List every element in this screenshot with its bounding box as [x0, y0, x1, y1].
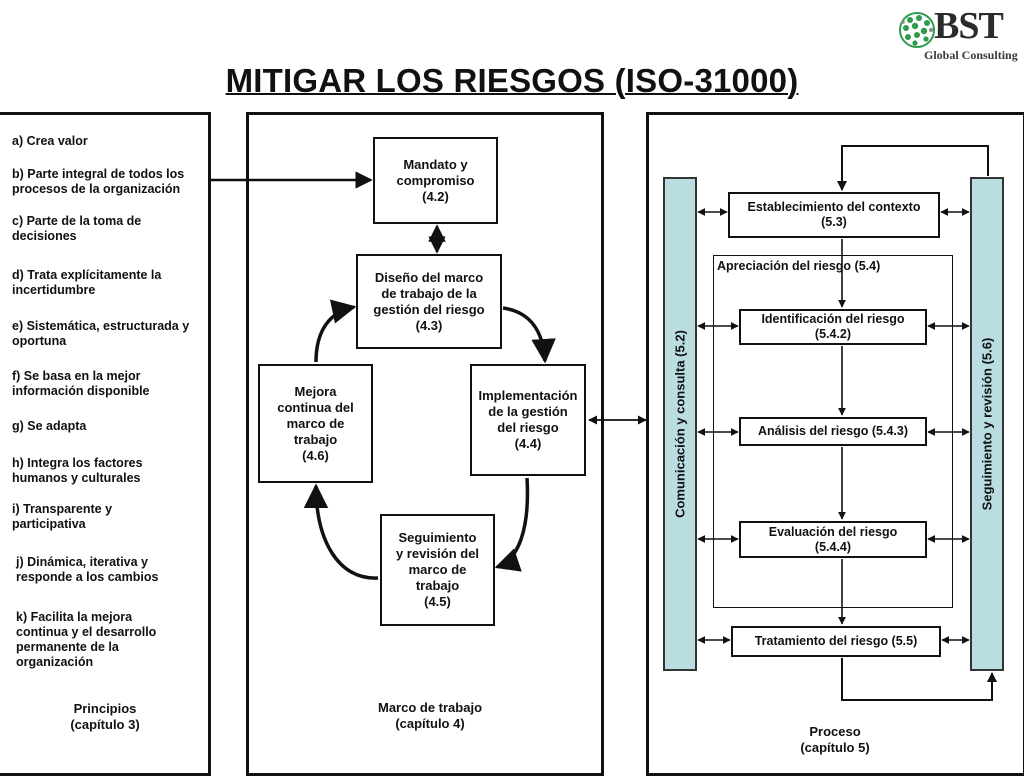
logo-subtitle: Global Consulting [924, 48, 1018, 62]
process-caption: Proceso (capítulo 5) [800, 724, 870, 755]
design-to-implementation-arrow [502, 306, 556, 364]
principle-item: a) Crea valor [12, 134, 88, 148]
principle-item: h) Integra los factores humanos y cultur… [12, 456, 143, 485]
analysis-box: Análisis del riesgo (5.4.3) [739, 417, 927, 446]
principle-item: e) Sistemática, estructurada y oportuna [12, 319, 190, 348]
identification-box: Identificación del riesgo (5.4.2) [739, 309, 927, 345]
principle-item: d) Trata explícitamente la incertidumbre [12, 268, 162, 297]
improvement-box: Mejora continua del marco de trabajo (4.… [258, 364, 373, 483]
principle-item: g) Se adapta [12, 419, 87, 433]
monitoring-box: Seguimiento y revisión del marco de trab… [380, 514, 495, 626]
mandate-box: Mandato y compromiso (4.2) [373, 137, 498, 224]
principle-item: i) Transparente y participativa [12, 502, 113, 531]
principles-caption: Principios (capítulo 3) [70, 701, 140, 732]
monitoring-to-improvement-arrow [303, 483, 379, 580]
implementation-to-monitoring-arrow [494, 477, 530, 572]
treatment-box: Tratamiento del riesgo (5.5) [731, 626, 941, 657]
principle-item: j) Dinámica, iterativa y responde a los … [16, 555, 159, 584]
implementation-box: Implementación de la gestión del riesgo … [470, 364, 586, 476]
feedback-loop-bottom [841, 658, 997, 701]
design-box: Diseño del marco de trabajo de la gestió… [356, 254, 502, 349]
principle-item: f) Se basa en la mejor información dispo… [12, 369, 150, 398]
globe-icon [899, 12, 935, 48]
principle-item: c) Parte de la toma de decisiones [12, 214, 142, 243]
company-logo: BST Global Consulting [898, 5, 1022, 64]
context-box: Establecimiento del contexto (5.3) [728, 192, 940, 238]
page-title: MITIGAR LOS RIESGOS (ISO-31000) [225, 62, 799, 99]
principles-panel [0, 112, 211, 776]
principle-item: b) Parte integral de todos los procesos … [12, 167, 185, 196]
assessment-label: Apreciación del riesgo (5.4) [717, 259, 881, 273]
review-bar: Seguimiento y revisión (5.6) [970, 177, 1004, 671]
logo-brand: BST [934, 5, 1004, 47]
principle-item: k) Facilita la mejora continua y el desa… [16, 610, 157, 669]
framework-caption: Marco de trabajo (capítulo 4) [377, 700, 483, 731]
communication-bar: Comunicación y consulta (5.2) [663, 177, 697, 671]
feedback-loop-top [837, 145, 989, 191]
improvement-to-design-arrow [314, 299, 357, 363]
evaluation-box: Evaluación del riesgo (5.4.4) [739, 521, 927, 558]
